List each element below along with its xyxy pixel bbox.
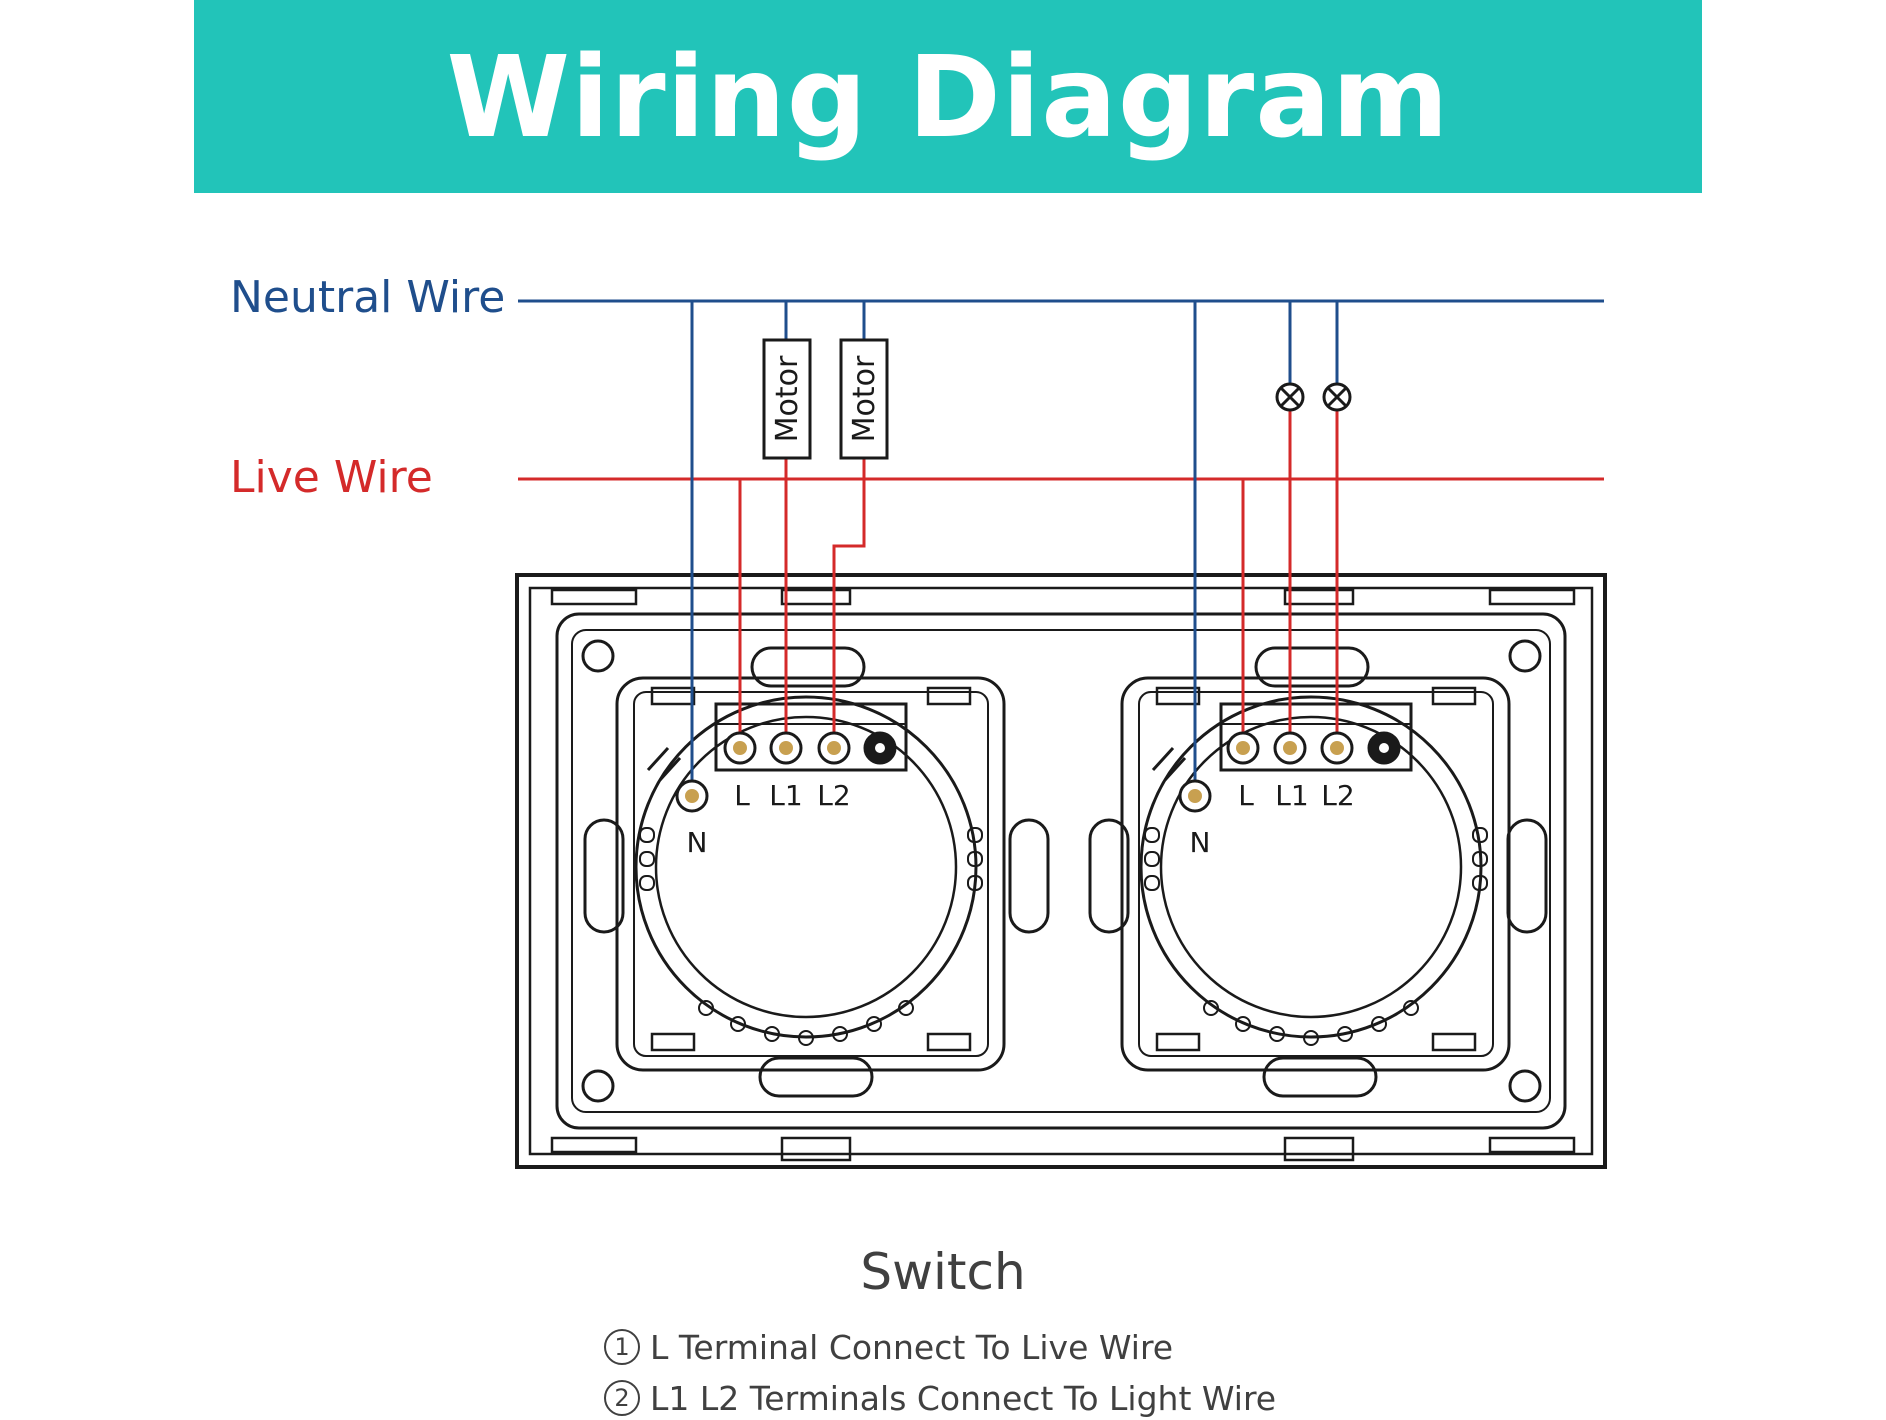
note-text-1: L Terminal Connect To Live Wire bbox=[650, 1328, 1174, 1367]
left-switch-wiring bbox=[690, 301, 866, 790]
terminal-label-n-left: N bbox=[687, 826, 708, 859]
terminal-label-l-right: L bbox=[1238, 779, 1254, 812]
terminal-blank-right bbox=[1367, 731, 1401, 765]
motor-load-1: Motor bbox=[762, 338, 812, 460]
note-number-2: 2 bbox=[604, 1380, 640, 1416]
terminal-n-right bbox=[1178, 779, 1212, 813]
terminal-l-left bbox=[723, 731, 757, 765]
terminal-l1-right bbox=[1273, 731, 1307, 765]
lamp-icon-2 bbox=[1322, 382, 1352, 412]
motor-label-1: Motor bbox=[770, 355, 805, 442]
terminal-label-l1-left: L1 bbox=[769, 779, 802, 812]
terminal-label-l2-right: L2 bbox=[1321, 779, 1354, 812]
note-text-2: L1 L2 Terminals Connect To Light Wire bbox=[650, 1379, 1277, 1418]
terminal-l2-right bbox=[1320, 731, 1354, 765]
terminal-l2-left bbox=[817, 731, 851, 765]
terminal-l1-left bbox=[769, 731, 803, 765]
lamp-icon-1 bbox=[1275, 382, 1305, 412]
terminal-label-l1-right: L1 bbox=[1275, 779, 1308, 812]
terminals-right bbox=[1178, 731, 1401, 813]
live-wire-label: Live Wire bbox=[230, 452, 433, 503]
terminal-label-n-right: N bbox=[1190, 826, 1211, 859]
terminal-label-l-left: L bbox=[734, 779, 750, 812]
page-title: Wiring Diagram bbox=[446, 33, 1450, 163]
terminal-blank-left bbox=[863, 731, 897, 765]
switch-plate bbox=[515, 573, 1607, 1169]
switch-caption-title: Switch bbox=[860, 1243, 1026, 1301]
neutral-wire-label: Neutral Wire bbox=[230, 272, 506, 323]
note-number-1: 1 bbox=[604, 1329, 640, 1365]
motor-label-2: Motor bbox=[847, 355, 882, 442]
right-switch-wiring bbox=[1193, 301, 1339, 790]
switch-module-right bbox=[1120, 676, 1511, 1072]
terminal-l-right bbox=[1226, 731, 1260, 765]
note-l1-l2-terminals: 2 L1 L2 Terminals Connect To Light Wire bbox=[604, 1378, 1276, 1420]
terminal-n-left bbox=[675, 779, 709, 813]
note-l-terminal: 1 L Terminal Connect To Live Wire bbox=[604, 1327, 1173, 1369]
title-banner: Wiring Diagram bbox=[194, 0, 1702, 193]
switch-module-left bbox=[615, 676, 1006, 1072]
terminals-left bbox=[675, 731, 897, 813]
terminal-label-l2-left: L2 bbox=[817, 779, 850, 812]
wiring-diagram: Motor Motor L L bbox=[515, 299, 1607, 1169]
motor-load-2: Motor bbox=[839, 338, 889, 460]
